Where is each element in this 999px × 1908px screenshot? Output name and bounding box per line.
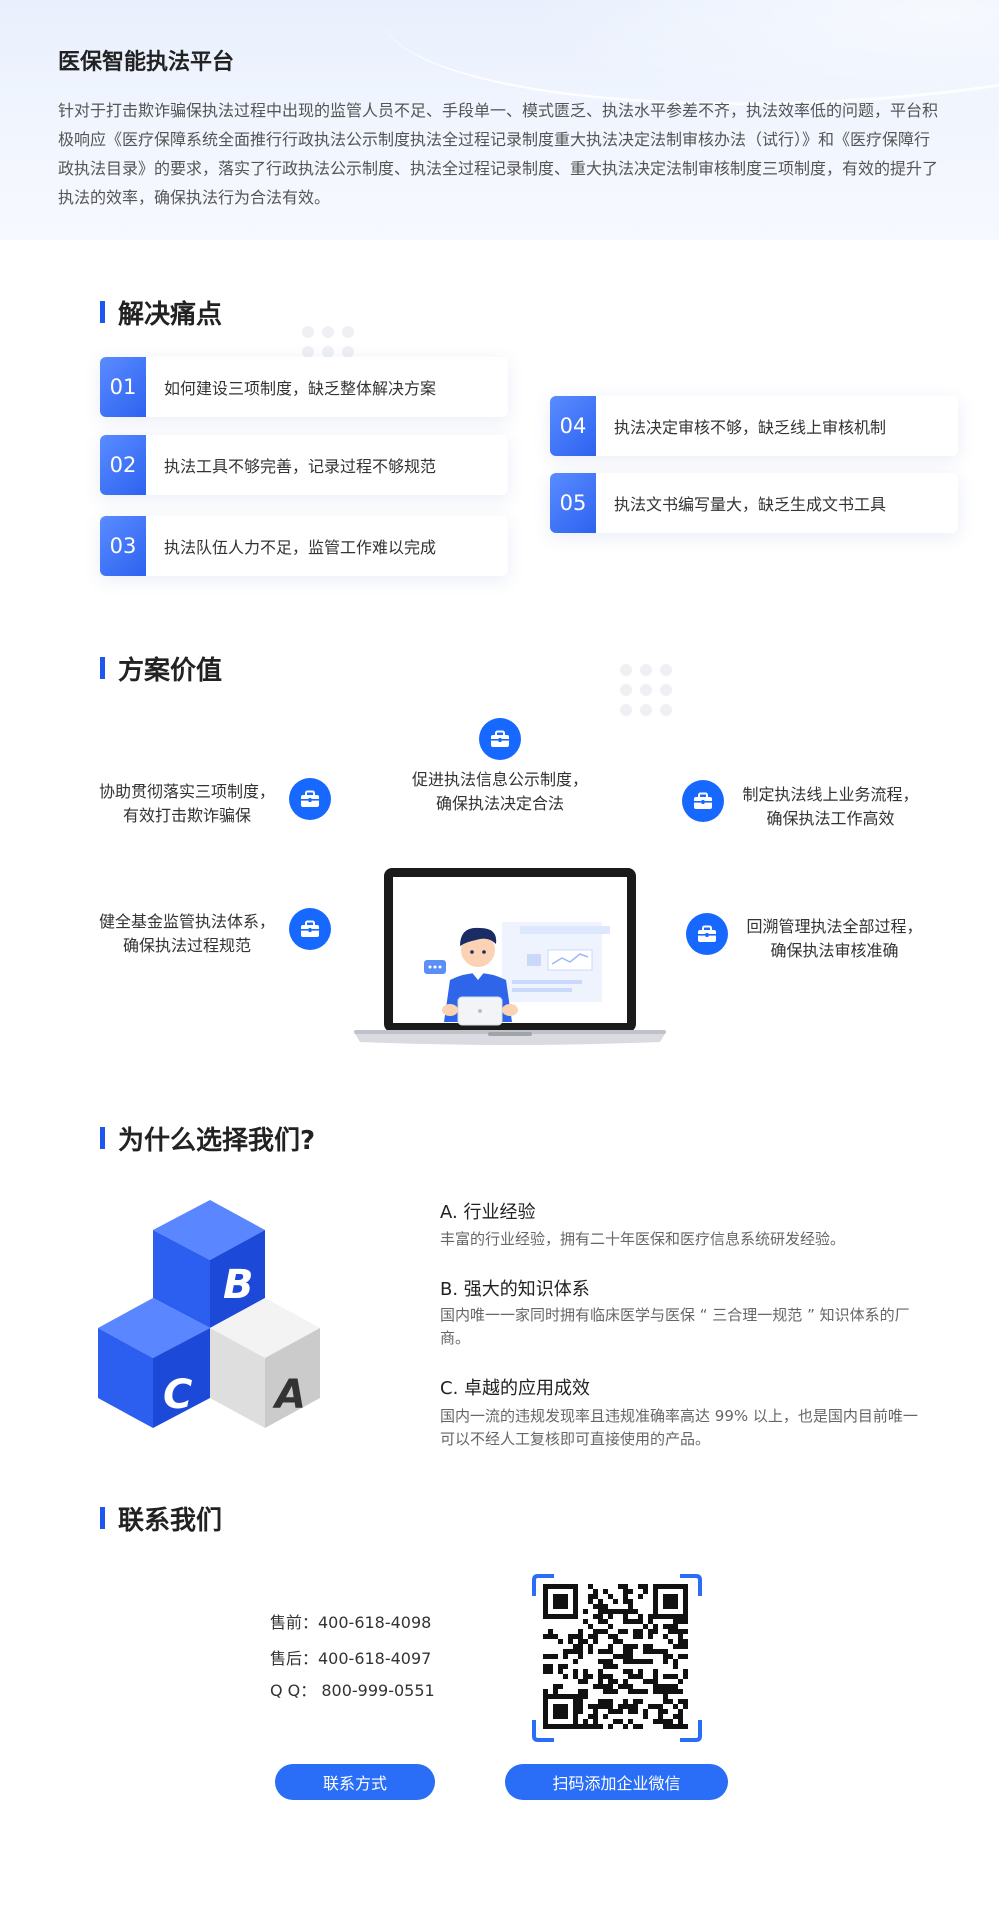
wechat-qr-code[interactable]: [532, 1574, 702, 1742]
section-title-value: 方案价值: [100, 650, 222, 687]
cube-letter-b: B: [223, 1262, 254, 1308]
briefcase-icon: [479, 718, 521, 760]
value-item-text: 促进执法信息公示制度， 确保执法决定合法: [395, 768, 605, 816]
pain-point-number: 05: [550, 473, 596, 533]
pain-point-text: 执法工具不够完善，记录过程不够规范: [164, 457, 437, 476]
why-item-text: 丰富的行业经验，拥有二十年医保和医疗信息系统研发经验。: [440, 1230, 846, 1248]
value-line: 确保执法决定合法: [435, 794, 564, 813]
why-item-heading: B. 强大的知识体系: [440, 1279, 590, 1300]
pain-point-card: 03 执法队伍人力不足，监管工作难以完成: [100, 516, 508, 576]
value-line: 促进执法信息公示制度，: [411, 770, 588, 789]
pain-point-card: 01 如何建设三项制度，缺乏整体解决方案: [100, 357, 508, 417]
value-line: 确保执法审核准确: [770, 941, 899, 960]
qq-number: Q Q： 800-999-0551: [270, 1681, 435, 1700]
contact-info-button[interactable]: 联系方式: [275, 1764, 435, 1800]
value-line: 确保执法工作高效: [766, 809, 895, 828]
pain-point-card: 05 执法文书编写量大，缺乏生成文书工具: [550, 473, 958, 533]
page-description: 针对于打击欺诈骗保执法过程中出现的监管人员不足、手段单一、模式匮乏、执法水平参差…: [58, 101, 939, 207]
value-item-text: 制定执法线上业务流程， 确保执法工作高效: [728, 783, 933, 831]
cube-letter-c: C: [163, 1372, 192, 1418]
pain-point-text: 如何建设三项制度，缺乏整体解决方案: [164, 379, 437, 398]
pain-point-card: 02 执法工具不够完善，记录过程不够规范: [100, 435, 508, 495]
value-line: 协助贯彻落实三项制度，: [98, 782, 275, 801]
pain-point-text: 执法文书编写量大，缺乏生成文书工具: [614, 495, 887, 514]
pain-point-text: 执法决定审核不够，缺乏线上审核机制: [614, 418, 887, 437]
briefcase-icon: [686, 913, 728, 955]
add-wechat-button[interactable]: 扫码添加企业微信: [505, 1764, 728, 1800]
value-line: 健全基金监管执法体系，: [98, 912, 275, 931]
briefcase-icon: [289, 908, 331, 950]
abc-cubes-illustration: B A C: [98, 1200, 320, 1428]
why-item-text: 国内唯一一家同时拥有临床医学与医保 “ 三合理一规范 ” 知识体系的厂商。: [440, 1306, 910, 1347]
pain-point-number: 04: [550, 396, 596, 456]
why-item-text: 国内一流的违规发现率且违规准确率高达 99% 以上，也是国内目前唯一可以不经人工…: [440, 1407, 918, 1448]
value-line: 制定执法线上业务流程，: [742, 785, 919, 804]
value-item-text: 健全基金监管执法体系， 确保执法过程规范: [92, 910, 282, 958]
pain-point-number: 02: [100, 435, 146, 495]
decor-dots: [302, 326, 354, 358]
briefcase-icon: [682, 780, 724, 822]
pain-point-number: 01: [100, 357, 146, 417]
presale-phone: 售前：400-618-4098: [270, 1613, 432, 1632]
laptop-illustration: [354, 868, 666, 1045]
section-title-contact: 联系我们: [100, 1500, 222, 1537]
pain-point-text: 执法队伍人力不足，监管工作难以完成: [164, 538, 437, 557]
value-line: 确保执法过程规范: [122, 936, 251, 955]
page-title: 医保智能执法平台: [58, 50, 235, 75]
cube-letter-a: A: [272, 1372, 306, 1418]
hero-banner: 医保智能执法平台 针对于打击欺诈骗保执法过程中出现的监管人员不足、手段单一、模式…: [0, 0, 999, 240]
section-title-why-us: 为什么选择我们?: [100, 1120, 315, 1157]
section-title-pain-points: 解决痛点: [100, 294, 222, 331]
value-line: 回溯管理执法全部过程，: [746, 917, 923, 936]
pain-point-number: 03: [100, 516, 146, 576]
value-item-text: 协助贯彻落实三项制度， 有效打击欺诈骗保: [92, 780, 282, 828]
decor-dots: [620, 664, 672, 716]
pain-point-card: 04 执法决定审核不够，缺乏线上审核机制: [550, 396, 958, 456]
value-item-text: 回溯管理执法全部过程， 确保执法审核准确: [732, 915, 937, 963]
why-item-heading: A. 行业经验: [440, 1202, 536, 1223]
why-item-heading: C. 卓越的应用成效: [440, 1378, 591, 1399]
value-line: 有效打击欺诈骗保: [122, 806, 251, 825]
aftersale-phone: 售后：400-618-4097: [270, 1649, 432, 1668]
briefcase-icon: [289, 778, 331, 820]
